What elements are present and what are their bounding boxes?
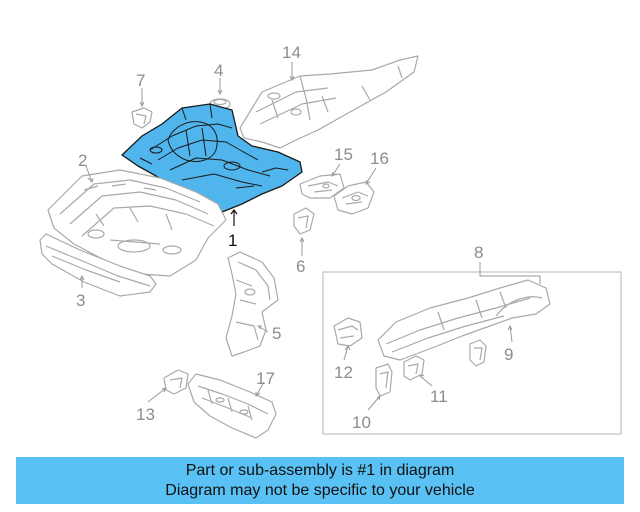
callout-8: 8: [474, 243, 483, 262]
part-14-rail: [239, 55, 419, 149]
callout-16: 16: [370, 149, 389, 168]
banner-line-1: Part or sub-assembly is #1 in diagram: [185, 461, 455, 479]
callout-7: 7: [136, 71, 145, 90]
part-12-bracket: [333, 317, 363, 347]
callout-11: 11: [430, 387, 448, 406]
callout-10: 10: [352, 413, 371, 432]
part-9-wheelhouse-rail: [377, 279, 551, 361]
callout-1: 1: [228, 231, 237, 250]
callout-17: 17: [256, 369, 275, 388]
part-6-bracket: [293, 207, 315, 235]
leader-lines: [79, 62, 541, 411]
part-15-bracket: [299, 173, 345, 199]
exploded-parts-diagram: 1 2 3 4 5 6 7 8 9 10 11 12 13 14 15 16 1…: [39, 43, 622, 439]
part-3-crossmember: [39, 233, 157, 297]
part-16-bracket: [333, 181, 375, 215]
part-5-pillar: [225, 251, 279, 357]
banner-line-2: Diagram may not be specific to your vehi…: [165, 481, 475, 499]
disclaimer-banner: Part or sub-assembly is #1 in diagram Di…: [16, 457, 624, 504]
callout-3: 3: [76, 291, 85, 310]
callout-9: 9: [504, 345, 513, 364]
part-13-bracket: [163, 369, 189, 395]
callout-15: 15: [334, 145, 353, 164]
callout-5: 5: [272, 324, 281, 343]
part-2-floor-panel: [47, 169, 227, 277]
part-17-rear-rail: [187, 373, 277, 439]
part-11-bracket: [403, 355, 425, 381]
part-7-bracket: [131, 107, 153, 129]
part-9-side-bracket: [469, 339, 487, 367]
callout-6: 6: [296, 257, 305, 276]
part-1-leader: [230, 209, 238, 226]
callout-14: 14: [282, 43, 301, 62]
callout-4: 4: [214, 61, 223, 80]
callout-12: 12: [334, 363, 353, 382]
callout-2: 2: [78, 151, 87, 170]
part-10-bracket: [375, 363, 393, 397]
part-1-floor-pan-highlighted: [121, 103, 303, 213]
callout-13: 13: [136, 405, 155, 424]
